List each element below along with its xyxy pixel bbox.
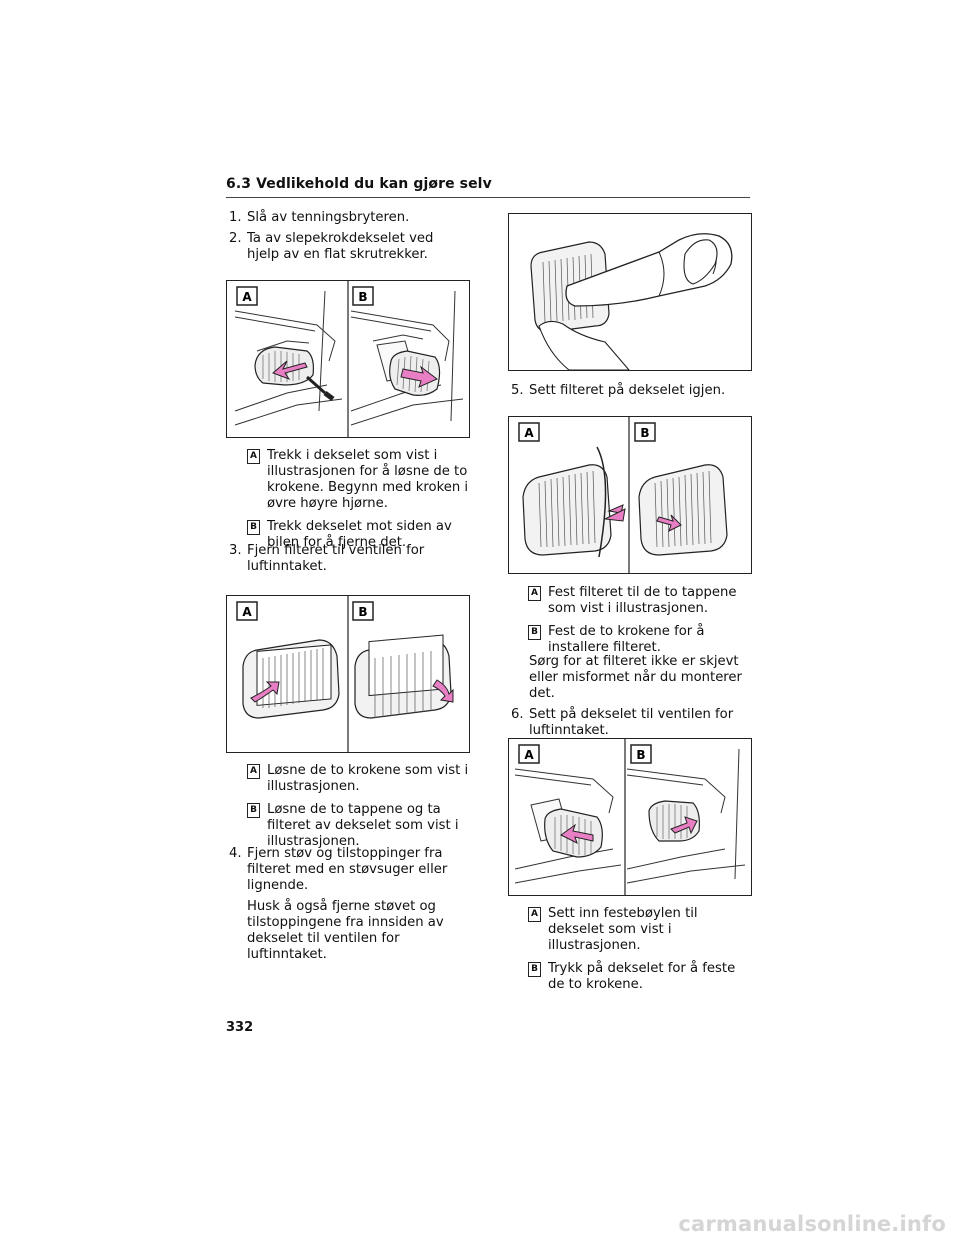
section-header: 6.3 Vedlikehold du kan gjøre selv (226, 176, 750, 198)
label-a: A (242, 290, 252, 304)
caption-b: B Fest de to krokene for å installere fi… (528, 624, 750, 656)
step-5-note: Sørg for at filteret ikke er skjevt elle… (529, 654, 742, 701)
figure-remove-filter: A B (226, 595, 470, 753)
step-2: 2. Ta av slepekrokdekselet ved hjelp av … (229, 231, 469, 263)
panel-a-filter (522, 446, 626, 558)
figure-install-filter: A B (508, 416, 752, 574)
label-box-b (634, 422, 656, 442)
install-cover-illustration: A B (514, 739, 746, 895)
label-a: A (524, 748, 534, 762)
step-4-note: Husk å også fjerne støvet og tilstopping… (247, 899, 444, 962)
section-title: 6.3 Vedlikehold du kan gjøre selv (226, 176, 492, 192)
right-step-5-note: Sørg for at filteret ikke er skjevt elle… (511, 654, 751, 744)
caption-a: A Fest filteret til de to tappene som vi… (528, 585, 750, 617)
right-step-5: 5. Sett filteret på dekselet igjen. (511, 383, 751, 404)
fig5-captions: A Sett inn festebøylen til dekselet som … (528, 906, 750, 1000)
badge-a: A (247, 449, 260, 464)
step-text: Fjern filteret til ventilen for luftinnt… (247, 543, 425, 574)
screwdriver-handle-icon (323, 391, 335, 401)
watermark[interactable]: carmanualsonline.info (678, 1212, 946, 1236)
caption-text: Fest de to krokene for å installere filt… (548, 624, 705, 655)
step-number: 3. (229, 543, 242, 558)
label-box-b (630, 744, 652, 764)
vacuum-illustration (530, 233, 733, 370)
caption-b: B Trekk dekselet mot siden av bilen for … (247, 519, 469, 551)
step-number: 5. (511, 383, 524, 398)
badge-a: A (528, 907, 541, 922)
step-1: 1. Slå av tenningsbryteren. (229, 210, 469, 226)
step-3: 3. Fjern filteret til ventilen for lufti… (229, 543, 469, 575)
badge-b: B (247, 803, 260, 818)
figure-install-cover: A B (508, 738, 752, 896)
panel-b-filter (638, 464, 728, 556)
fig2-captions: A Løsne de to krokene som vist i illustr… (247, 763, 469, 857)
badge-a: A (247, 764, 260, 779)
label-a: A (242, 605, 252, 619)
remove-filter-illustration: A B (236, 596, 454, 752)
caption-text: Sett inn festebøylen til dekselet som vi… (548, 906, 698, 953)
label-b: B (640, 426, 649, 440)
caption-text: Løsne de to krokene som vist i illustras… (267, 763, 469, 794)
label-b: B (358, 290, 367, 304)
panel-b-bumper (626, 748, 746, 884)
step-text: Ta av slepekrokdekselet ved hjelp av en … (247, 231, 434, 262)
install-filter-illustration: A B (518, 417, 728, 573)
step-text: Fjern støv og tilstoppinger fra filteret… (247, 846, 448, 893)
figure-vacuum-filter (508, 213, 752, 371)
panel-a-bumper (514, 768, 622, 884)
label-b: B (358, 605, 367, 619)
figure-remove-cover: A B (226, 280, 470, 438)
panel-a-cover (530, 798, 603, 858)
hand-icon (538, 239, 718, 370)
label-b: B (636, 748, 645, 762)
step-text: Sett på dekselet til ventilen for luftin… (529, 707, 734, 738)
left-column-top: 1. Slå av tenningsbryteren. 2. Ta av sle… (229, 210, 469, 268)
left-step-4: 4. Fjern støv og tilstoppinger fra filte… (229, 846, 469, 968)
caption-text: Fest filteret til de to tappene som vist… (548, 585, 737, 616)
panel-b-cover (376, 340, 441, 396)
step-6: 6. Sett på dekselet til ventilen for luf… (511, 707, 751, 739)
caption-text: Trykk på dekselet for å feste de to krok… (548, 961, 736, 992)
fig1-captions: A Trekk i dekselet som vist i illustrasj… (247, 448, 469, 558)
caption-b: B Trykk på dekselet for å feste de to kr… (528, 961, 750, 993)
fig4-captions: A Fest filteret til de to tappene som vi… (528, 585, 750, 663)
caption-text: Løsne de to tappene og ta filteret av de… (267, 802, 459, 849)
panel-a-cover (254, 346, 335, 401)
remove-cover-illustration: A B (234, 281, 464, 437)
header-rule (226, 197, 750, 198)
caption-text: Trekk dekselet mot siden av bilen for å … (267, 519, 452, 550)
step-4: 4. Fjern støv og tilstoppinger fra filte… (229, 846, 469, 894)
step-number: 6. (511, 707, 524, 722)
caption-a: A Sett inn festebøylen til dekselet som … (528, 906, 750, 954)
caption-a: A Trekk i dekselet som vist i illustrasj… (247, 448, 469, 512)
panel-a-filter (242, 639, 340, 719)
label-box-a (518, 744, 540, 764)
label-box-b (352, 601, 374, 621)
step-number: 2. (229, 231, 242, 246)
label-box-b (352, 286, 374, 306)
page-number: 332 (226, 1020, 254, 1035)
label-box-a (236, 286, 258, 306)
badge-b: B (247, 520, 260, 535)
step-number: 1. (229, 210, 242, 225)
caption-text: Trekk i dekselet som vist i illustrasjon… (267, 448, 469, 511)
label-a: A (524, 426, 534, 440)
panel-a-bumper (234, 290, 343, 426)
badge-b: B (528, 625, 541, 640)
panel-b-cover (648, 800, 700, 842)
step-5: 5. Sett filteret på dekselet igjen. (511, 383, 751, 399)
step-text: Slå av tenningsbryteren. (247, 210, 410, 225)
caption-b: B Løsne de to tappene og ta filteret av … (247, 802, 469, 850)
panel-b-filter (354, 634, 454, 719)
label-box-a (518, 422, 540, 442)
step-number: 4. (229, 846, 242, 861)
caption-a: A Løsne de to krokene som vist i illustr… (247, 763, 469, 795)
step-text: Sett filteret på dekselet igjen. (529, 383, 726, 398)
badge-b: B (528, 962, 541, 977)
screwdriver-shaft-icon (306, 375, 326, 395)
left-step-3: 3. Fjern filteret til ventilen for lufti… (229, 543, 469, 580)
label-box-a (236, 601, 258, 621)
badge-a: A (528, 586, 541, 601)
